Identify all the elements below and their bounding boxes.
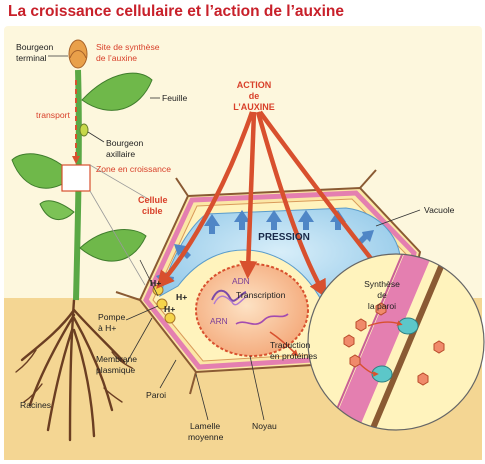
zoom-line-top — [89, 164, 151, 201]
label-arn: ARN — [210, 316, 228, 326]
label-paroi: Paroi — [146, 390, 166, 400]
label-action-2: de — [249, 91, 260, 101]
rna-strand — [235, 313, 289, 325]
growth-zone-box — [61, 164, 91, 192]
label-pression: PRESSION — [258, 232, 310, 243]
leaf-lower-left — [39, 200, 75, 220]
terminal-bud — [68, 39, 88, 69]
label-synthese-paroi-2: de — [377, 290, 387, 300]
leaf-left — [11, 153, 75, 189]
label-bourgeon-terminal-2: terminal — [16, 53, 47, 63]
label-membrane-2: plasmique — [96, 365, 135, 375]
plant — [11, 39, 153, 442]
auxin-action-arrows — [156, 110, 386, 298]
label-action-1: ACTION — [237, 80, 272, 90]
label-bourgeon-terminal-1: Bourgeon — [16, 42, 53, 52]
label-site-synthese-2: de l’auxine — [96, 53, 137, 63]
label-zone-croissance: Zone en croissance — [96, 164, 171, 174]
label-adn: ADN — [232, 276, 250, 286]
label-feuille: Feuille — [162, 93, 188, 103]
label-action-3: L’AUXINE — [233, 102, 275, 112]
label-h-plus-3: H+ — [164, 304, 175, 314]
zoom-line-bottom — [89, 190, 146, 286]
axillary-bud — [79, 123, 89, 137]
wall-synthesis-zoom — [307, 253, 485, 431]
label-bourgeon-axillaire-2: axillaire — [106, 149, 135, 159]
label-synthese-paroi-1: Synthèse — [364, 279, 400, 289]
label-lamelle-2: moyenne — [188, 432, 224, 442]
leaf-right — [79, 229, 147, 262]
leaf-upper — [81, 72, 153, 111]
label-h-plus-1: H+ — [150, 278, 161, 288]
dna-strand — [211, 289, 247, 302]
label-traduction-1: Traduction — [270, 340, 311, 350]
label-h-plus-2: H+ — [176, 292, 187, 302]
label-transport: transport — [36, 110, 71, 120]
label-cellule-cible-1: Cellule — [138, 195, 168, 205]
label-noyau: Noyau — [252, 421, 277, 431]
label-transcription: Transcription — [236, 290, 286, 300]
label-cellule-cible-2: cible — [142, 206, 163, 216]
label-racines: Racines — [20, 400, 51, 410]
label-bourgeon-axillaire-1: Bourgeon — [106, 138, 143, 148]
label-vacuole: Vacuole — [424, 205, 455, 215]
label-synthese-paroi-3: la paroi — [368, 301, 396, 311]
roots — [15, 298, 133, 442]
label-pompe-1: Pompe — [98, 312, 125, 322]
figure-title: La croissance cellulaire et l’action de … — [8, 3, 344, 20]
label-site-synthese-1: Site de synthèse — [96, 42, 160, 52]
label-pompe-2: à H+ — [98, 323, 116, 333]
leader-lines — [48, 55, 421, 421]
label-traduction-2: en protéines — [270, 351, 317, 361]
label-lamelle-1: Lamelle — [190, 421, 220, 431]
label-membrane-1: Membrane — [96, 354, 137, 364]
synthase-complexes — [371, 317, 419, 383]
